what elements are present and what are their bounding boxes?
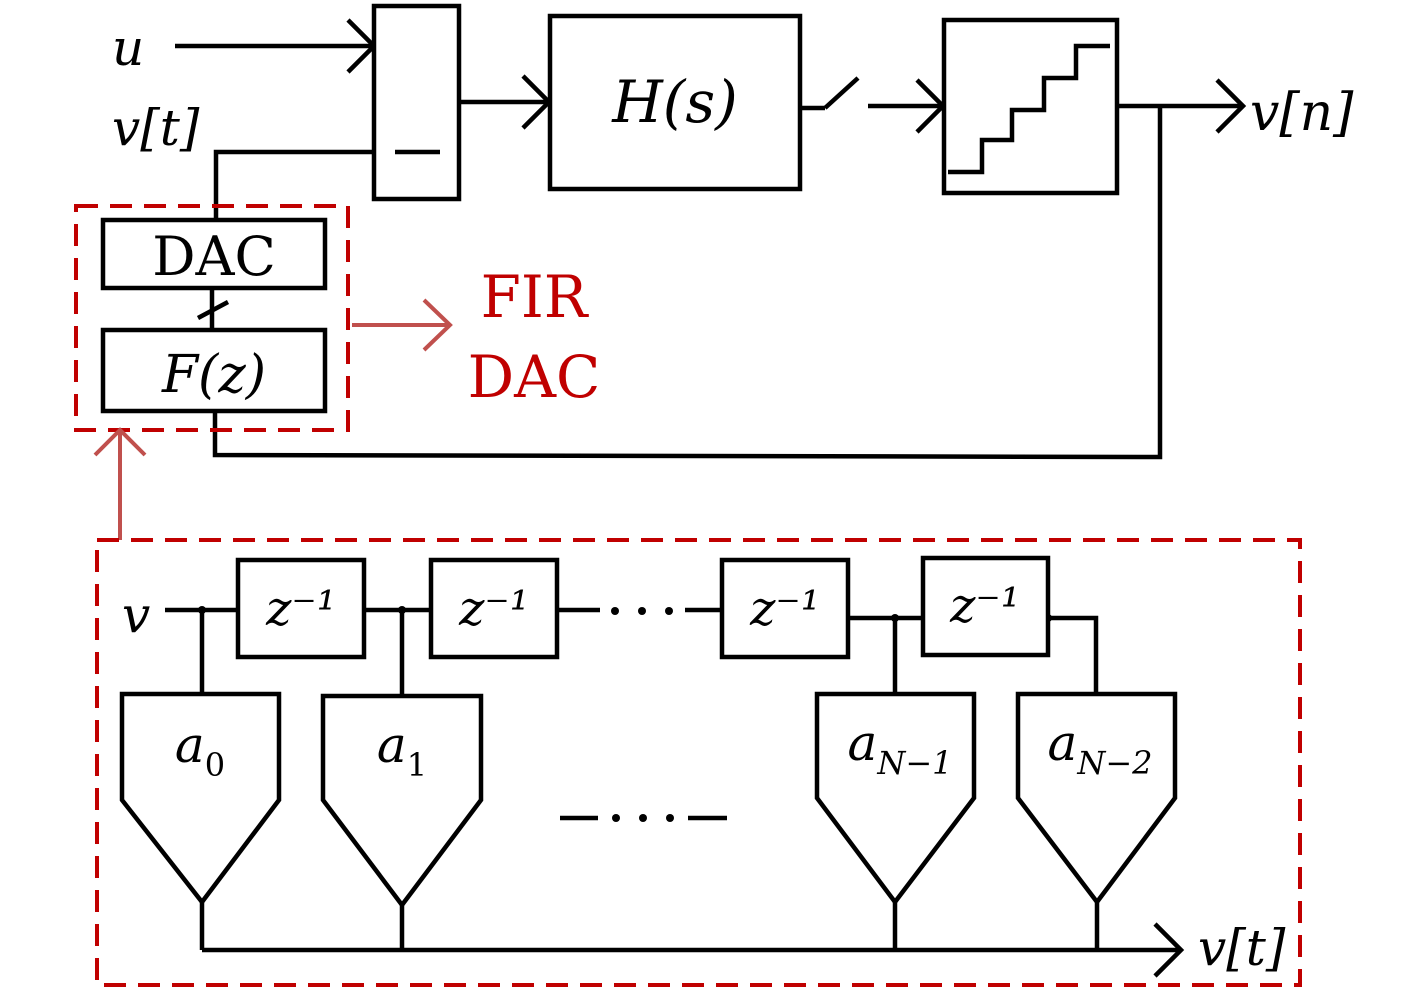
arrowhead-fir-output (1153, 922, 1185, 978)
delay-block-4 (920, 555, 1051, 658)
summer-block (371, 3, 462, 202)
fir-dac-group-border (74, 204, 350, 432)
gain-ellipsis-dot (666, 814, 674, 822)
annotation-label-fir: FIR (481, 263, 590, 331)
delay-label-1: z⁻¹ (265, 581, 336, 637)
dac-label: DAC (152, 225, 276, 288)
gain-block-a1 (320, 693, 484, 909)
fir-output-label: v[t] (1198, 919, 1286, 977)
quantizer-staircase-icon (948, 43, 1110, 175)
annotation-label-dac: DAC (468, 343, 601, 411)
filter-block (100, 327, 328, 414)
bus-slash (196, 300, 230, 320)
ellipsis-dot (638, 607, 646, 615)
loop-filter-block (547, 13, 803, 192)
delay-block-2 (428, 557, 560, 660)
filter-label: F(z) (161, 345, 266, 405)
arrowhead-output (1215, 78, 1247, 134)
wire-delay-4-out (1048, 615, 1099, 694)
label-u: u (112, 19, 144, 77)
gain-label-a1: a1 (377, 716, 427, 784)
gain-ellipsis-dot (639, 814, 647, 822)
delay-label-2: z⁻¹ (458, 581, 529, 637)
gain-block-a0 (119, 691, 282, 906)
fir-detail-border (95, 538, 1302, 987)
label-output-v-n: v[n] (1250, 83, 1354, 143)
gain-ellipsis-dot (612, 814, 620, 822)
gain-label-an-1: aN−1 (848, 714, 953, 782)
gain-block-an-2 (1015, 691, 1178, 906)
gain-block-an-1 (814, 691, 977, 906)
expansion-arrowhead (93, 427, 147, 457)
wire-feedback (212, 106, 1163, 460)
annotation-arrowhead (422, 298, 453, 352)
gain-label-a0: a0 (175, 716, 225, 784)
quantizer-block (941, 17, 1120, 196)
ellipsis-dot (665, 607, 673, 615)
label-v-t-top: v[t] (112, 99, 200, 157)
delay-label-3: z⁻¹ (749, 581, 820, 637)
ellipsis-dot (611, 607, 619, 615)
loop-filter-label: H(s) (611, 68, 738, 136)
fir-input-label: v (122, 586, 150, 644)
gain-label-an-2: aN−2 (1048, 714, 1153, 782)
sampler-switch (823, 76, 860, 110)
delay-block-3 (719, 557, 851, 660)
delay-block-1 (235, 557, 367, 660)
delay-label-4: z⁻¹ (949, 578, 1020, 634)
dac-block (100, 217, 328, 291)
wire-feedback-into-summer (213, 149, 374, 220)
